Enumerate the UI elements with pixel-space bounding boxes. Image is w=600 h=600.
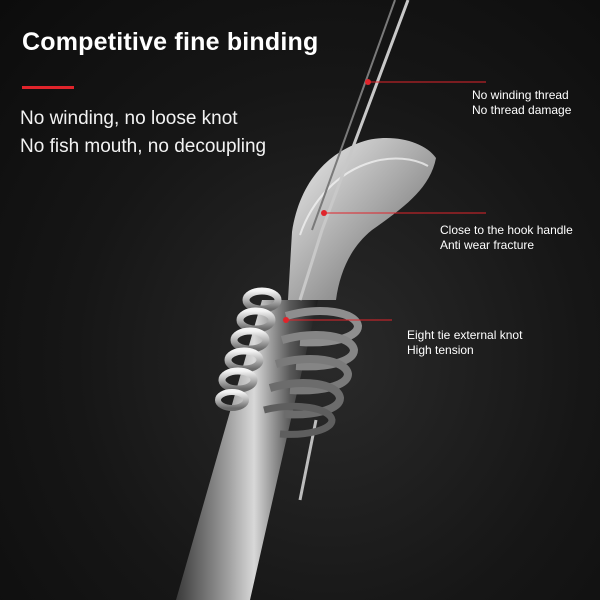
callout-winding: No winding thread No thread damage	[472, 88, 571, 118]
callout-line: No winding thread	[472, 88, 569, 102]
callout-line: Eight tie external knot	[407, 328, 523, 342]
callout-line: Anti wear fracture	[440, 238, 535, 252]
callout-leaders	[283, 79, 486, 323]
callout-line: Close to the hook handle	[440, 223, 573, 237]
tagline-1: No winding, no loose knot	[20, 108, 238, 129]
page-title: Competitive fine binding	[22, 28, 319, 56]
tagline-2: No fish mouth, no decoupling	[20, 136, 267, 157]
knot-coils-back	[215, 287, 282, 411]
hook-spade	[288, 138, 436, 300]
callout-line: No thread damage	[472, 103, 572, 117]
callout-handle: Close to the hook handle Anti wear fract…	[440, 223, 573, 253]
hook-shank	[176, 300, 318, 600]
knot-coils-front	[263, 307, 363, 438]
title-accent-bar	[22, 86, 74, 89]
fishing-line	[298, 0, 410, 301]
callout-knot: Eight tie external knot High tension	[407, 328, 522, 358]
callout-line: High tension	[407, 343, 474, 357]
